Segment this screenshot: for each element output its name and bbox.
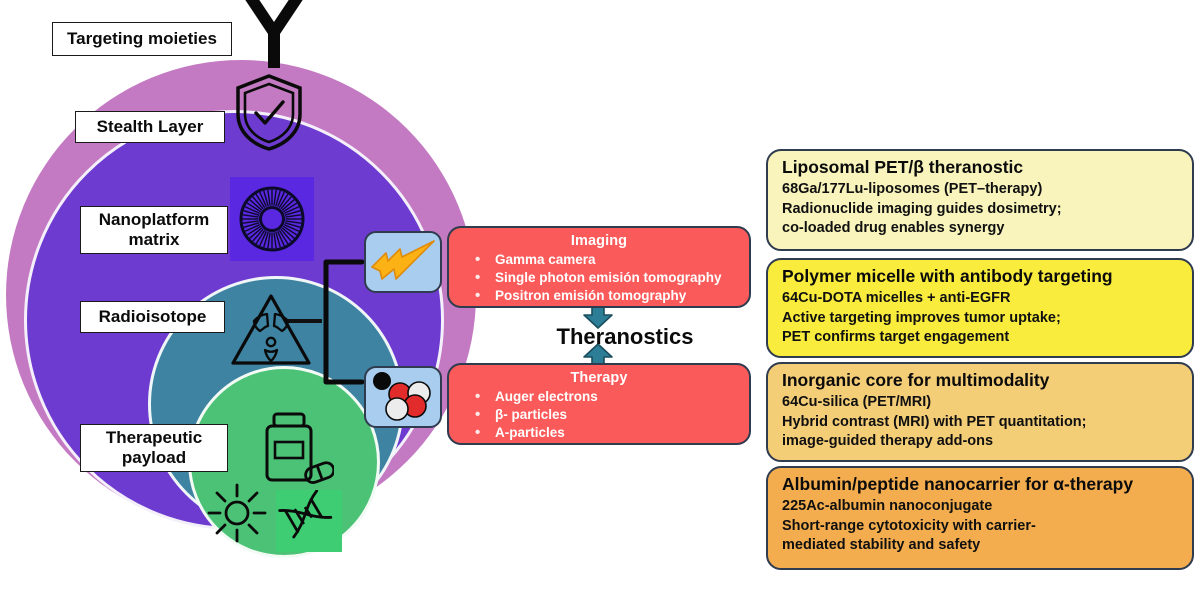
card-line: image-guided therapy add-ons	[782, 433, 994, 450]
list-item: Gamma camera	[459, 250, 739, 270]
sun-icon	[206, 482, 268, 544]
card-line: Short-range cytotoxicity with carrier-	[782, 517, 1036, 534]
card-line: Hybrid contrast (MRI) with PET quantitat…	[782, 413, 1087, 430]
label-nanoplatform-matrix: Nanoplatform matrix	[80, 206, 228, 254]
therapy-icon-tile	[364, 366, 442, 428]
bracket-stem	[286, 319, 322, 323]
card-title: Polymer micelle with antibody targeting	[782, 266, 1113, 286]
example-card: Liposomal PET/β theranostic 68Ga/177Lu-l…	[766, 149, 1194, 251]
card-title: Inorganic core for multimodality	[782, 370, 1050, 390]
card-line: PET confirms target engagement	[782, 329, 1010, 346]
dna-helix-icon	[276, 489, 342, 552]
card-line: 68Ga/177Lu-liposomes (PET–therapy)	[782, 180, 1043, 197]
card-line: Radionuclide imaging guides dosimetry;	[782, 200, 1062, 217]
example-card: Inorganic core for multimodality 64Cu-si…	[766, 362, 1194, 462]
list-item: β- particles	[459, 405, 739, 425]
list-item: Auger electrons	[459, 387, 739, 407]
pill-bottle-icon	[258, 410, 336, 490]
modality-bracket	[318, 258, 365, 386]
card-line: 225Ac-albumin nanoconjugate	[782, 497, 993, 514]
radiation-warning-icon	[228, 290, 314, 370]
imaging-list: Gamma camera Single photon emisión tomog…	[459, 250, 739, 306]
label-targeting-moieties: Targeting moieties	[52, 22, 232, 56]
liposome-icon	[230, 177, 314, 261]
card-line: 64Cu-silica (PET/MRI)	[782, 393, 932, 410]
card-line: co-loaded drug enables synergy	[782, 220, 1005, 237]
example-card: Albumin/peptide nanocarrier for α-therap…	[766, 466, 1194, 570]
imaging-icon-tile	[364, 231, 442, 293]
card-line: 64Cu-DOTA micelles + anti-EGFR	[782, 289, 1011, 306]
label-stealth-layer: Stealth Layer	[75, 111, 225, 143]
label-therapeutic-payload: Therapeutic payload	[80, 424, 228, 472]
list-item: Single photon emisión tomography	[459, 268, 739, 288]
card-title: Liposomal PET/β theranostic	[782, 157, 1024, 177]
list-item: A-particles	[459, 423, 739, 443]
therapy-modality-box: Therapy Auger electrons β- particles A-p…	[447, 363, 751, 445]
therapy-title: Therapy	[570, 370, 628, 386]
card-line: Active targeting improves tumor uptake;	[782, 309, 1061, 326]
antibody-y-icon	[238, 0, 310, 72]
list-item: Positron emisión tomography	[459, 286, 739, 306]
shield-check-icon	[232, 72, 306, 152]
imaging-title: Imaging	[570, 233, 628, 249]
theranostics-label: Theranostics	[556, 324, 694, 349]
card-line: mediated stability and safety	[782, 537, 981, 554]
therapy-list: Auger electrons β- particles A-particles	[459, 387, 739, 443]
imaging-modality-box: Imaging Gamma camera Single photon emisi…	[447, 226, 751, 308]
label-radioisotope: Radioisotope	[80, 301, 225, 333]
card-title: Albumin/peptide nanocarrier for α-therap…	[782, 474, 1134, 494]
example-card: Polymer micelle with antibody targeting …	[766, 258, 1194, 358]
